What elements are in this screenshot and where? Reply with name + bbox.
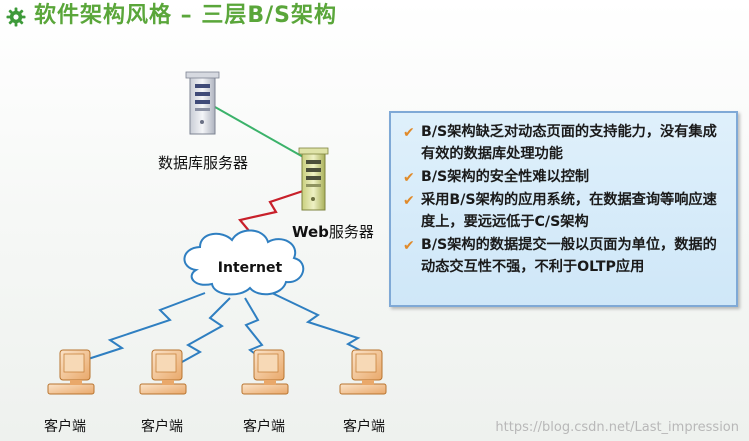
note-item: ✔ 采用B/S架构的应用系统，在数据查询等响应速度上，要远远低于C/S架构	[401, 189, 728, 233]
client-label: 客户端	[243, 419, 285, 435]
client-computer-icon-1	[47, 349, 95, 395]
internet-label: Internet	[217, 260, 283, 276]
title-bar: 软件架构风格 – 三层B/S架构	[0, 0, 749, 34]
client-computer-icon-4	[339, 349, 387, 395]
database-server-label: 数据库服务器	[158, 154, 249, 172]
check-icon: ✔	[403, 238, 415, 254]
client-link-2	[181, 297, 231, 363]
check-icon: ✔	[403, 193, 415, 209]
web-server-label-prefix: Web	[292, 223, 329, 241]
client-label: 客户端	[141, 419, 183, 435]
client-label: 客户端	[44, 419, 86, 435]
internet-cloud-icon	[183, 229, 305, 296]
check-icon: ✔	[403, 125, 415, 141]
client-label: 客户端	[343, 419, 385, 435]
client-link-3	[244, 297, 267, 363]
note-text: B/S架构的安全性难以控制	[421, 169, 590, 185]
web-server-icon	[298, 147, 329, 211]
note-item: ✔ B/S架构的数据提交一般以页面为单位，数据的动态交互性不强，不利于OLTP应…	[401, 234, 728, 278]
client-link-4	[271, 292, 376, 359]
notes-box: ✔ B/S架构缺乏对动态页面的支持能力，没有集成有效的数据库处理功能 ✔ B/S…	[389, 111, 738, 307]
watermark: https://blog.csdn.net/Last_impression	[495, 420, 739, 435]
web-server-label-suffix: 服务器	[328, 223, 374, 241]
client-computer-icon-3	[241, 349, 289, 395]
gear-icon	[6, 7, 26, 27]
note-text: B/S架构的数据提交一般以页面为单位，数据的动态交互性不强，不利于OLTP应用	[421, 237, 717, 275]
db-web-link	[214, 106, 306, 159]
check-icon: ✔	[403, 170, 415, 186]
page-title: 软件架构风格 – 三层B/S架构	[34, 3, 337, 28]
note-item: ✔ B/S架构缺乏对动态页面的支持能力，没有集成有效的数据库处理功能	[401, 121, 728, 165]
note-text: 采用B/S架构的应用系统，在数据查询等响应速度上，要远远低于C/S架构	[421, 192, 717, 230]
database-server-icon	[185, 71, 220, 135]
client-link-1	[84, 292, 206, 361]
client-computer-icon-2	[139, 349, 187, 395]
web-server-label: Web服务器	[292, 221, 374, 242]
note-item: ✔ B/S架构的安全性难以控制	[401, 166, 728, 188]
note-text: B/S架构缺乏对动态页面的支持能力，没有集成有效的数据库处理功能	[421, 124, 717, 162]
